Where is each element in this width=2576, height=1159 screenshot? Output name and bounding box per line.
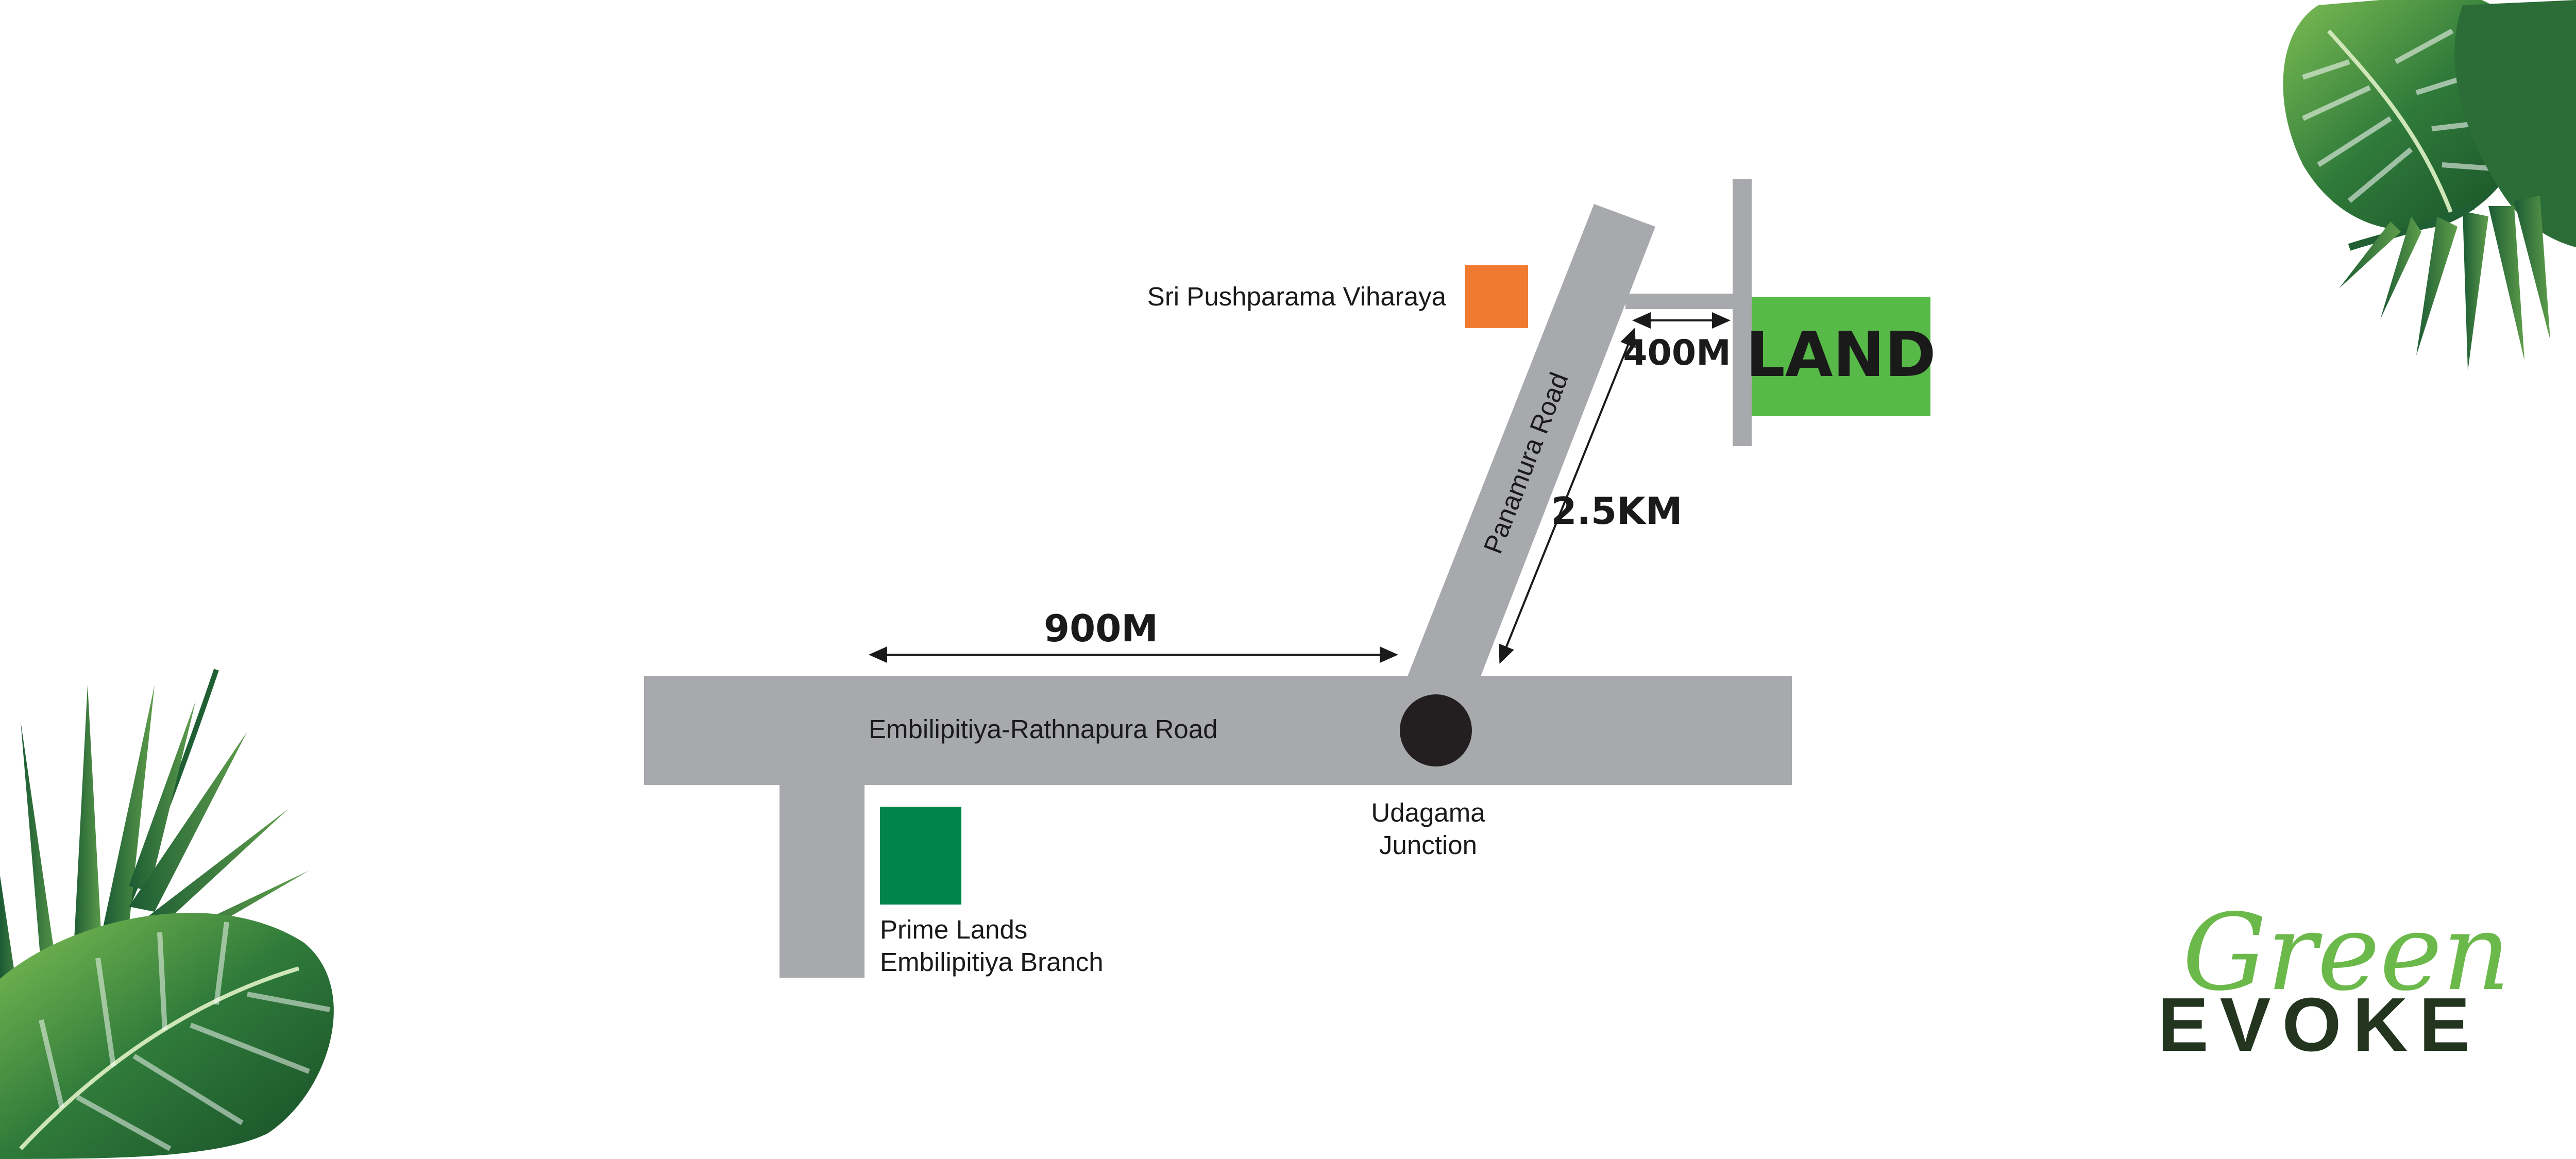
temple-label: Sri Pushparama Viharaya [1147,282,1447,311]
distance-label-900m: 900M [1044,607,1158,650]
prime-lands-branch-marker [880,807,961,905]
branch-label-line2: Embilipitiya Branch [880,947,1104,977]
tropical-leaves-bottom-left-decoration [0,669,334,1159]
side-road [1625,294,1736,309]
distance-label-400m: 400M [1623,333,1731,373]
temple-marker [1465,265,1528,328]
land-label: LAND [1745,319,1936,391]
junction-label-line2: Junction [1379,830,1477,860]
land-marker [1752,297,1930,416]
udagama-junction-marker [1400,694,1472,766]
main-road-label: Embilipitiya-Rathnapura Road [869,714,1218,744]
brand-word: EVOKE [2158,982,2481,1067]
green-evoke-logo: Green EVOKE [2158,892,2510,1067]
tropical-leaves-top-right-decoration [2283,0,2576,371]
branch-access-road [779,783,865,978]
junction-label-line1: Udagama [1371,798,1485,827]
brand-script-word: Green [2182,892,2510,1014]
distance-label-2-5km: 2.5KM [1551,489,1683,533]
branch-label-line1: Prime Lands [880,915,1027,944]
distance-arrow-2-5km [1499,328,1636,664]
land-boundary-road [1733,179,1752,446]
embilipitiya-rathnapura-road [644,676,1792,785]
